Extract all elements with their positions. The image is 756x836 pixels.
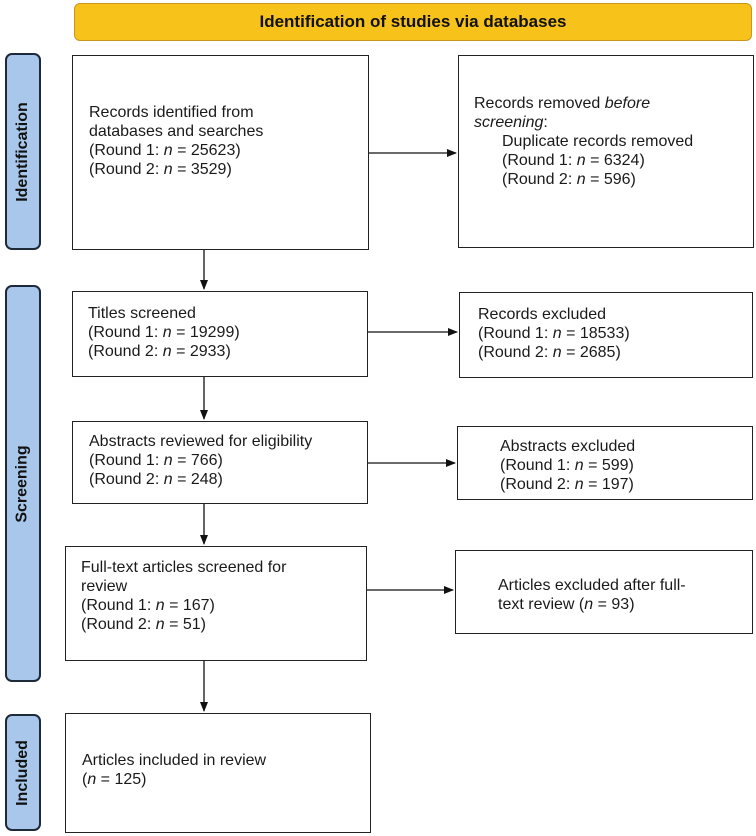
records-identified-line2: databases and searches: [89, 123, 264, 140]
titles-screened-round2: (Round 2: n = 2933): [88, 343, 231, 360]
records-removed-round1: (Round 1: n = 6324): [502, 152, 645, 169]
records-excluded-round2: (Round 2: n = 2685): [478, 344, 621, 361]
box-records-removed: Records removed before screening: Duplic…: [458, 55, 754, 248]
titles-screened-line1: Titles screened: [88, 305, 196, 322]
box-abstracts-reviewed: Abstracts reviewed for eligibility (Roun…: [72, 421, 368, 504]
fulltext-screened-line1: Full-text articles screened for: [81, 559, 287, 576]
box-fulltext-excluded: Articles excluded after full- text revie…: [455, 550, 753, 634]
box-titles-screened: Titles screened (Round 1: n = 19299) (Ro…: [72, 291, 368, 377]
fulltext-excluded-line2: text review (n = 93): [498, 596, 635, 613]
abstracts-excluded-round2: (Round 2: n = 197): [500, 476, 634, 493]
box-fulltext-screened: Full-text articles screened for review (…: [65, 546, 367, 661]
abstracts-reviewed-round1: (Round 1: n = 766): [89, 452, 223, 469]
records-removed-line1: Records removed before: [474, 95, 651, 112]
abstracts-excluded-round1: (Round 1: n = 599): [500, 457, 634, 474]
fulltext-screened-line2: review: [81, 578, 128, 595]
abstracts-reviewed-line1: Abstracts reviewed for eligibility: [89, 433, 313, 450]
fulltext-excluded-line1: Articles excluded after full-: [498, 577, 686, 594]
records-excluded-round1: (Round 1: n = 18533): [478, 325, 630, 342]
records-identified-round2: (Round 2: n = 3529): [89, 161, 232, 178]
phase-included: Included: [5, 714, 41, 831]
records-removed-duplicates: Duplicate records removed: [502, 133, 694, 150]
box-records-excluded: Records excluded (Round 1: n = 18533) (R…: [459, 292, 753, 378]
records-excluded-line1: Records excluded: [478, 306, 607, 323]
fulltext-screened-round1: (Round 1: n = 167): [81, 597, 215, 614]
included-line2: (n = 125): [82, 771, 147, 788]
phase-identification: Identification: [5, 53, 41, 250]
box-included: Articles included in review (n = 125): [65, 713, 371, 833]
records-removed-line2: screening:: [474, 114, 548, 131]
records-identified-line1: Records identified from: [89, 104, 254, 121]
included-line1: Articles included in review: [82, 752, 267, 769]
abstracts-excluded-line1: Abstracts excluded: [500, 438, 636, 455]
titles-screened-round1: (Round 1: n = 19299): [88, 324, 240, 341]
banner-title: Identification of studies via databases: [74, 3, 752, 41]
fulltext-screened-round2: (Round 2: n = 51): [81, 616, 206, 633]
records-identified-round1: (Round 1: n = 25623): [89, 142, 241, 159]
box-records-identified: Records identified from databases and se…: [72, 55, 369, 250]
phase-screening: Screening: [5, 285, 41, 682]
box-abstracts-excluded: Abstracts excluded (Round 1: n = 599) (R…: [457, 426, 753, 500]
records-removed-round2: (Round 2: n = 596): [502, 171, 636, 188]
banner-title-text: Identification of studies via databases: [259, 12, 567, 31]
abstracts-reviewed-round2: (Round 2: n = 248): [89, 471, 223, 488]
